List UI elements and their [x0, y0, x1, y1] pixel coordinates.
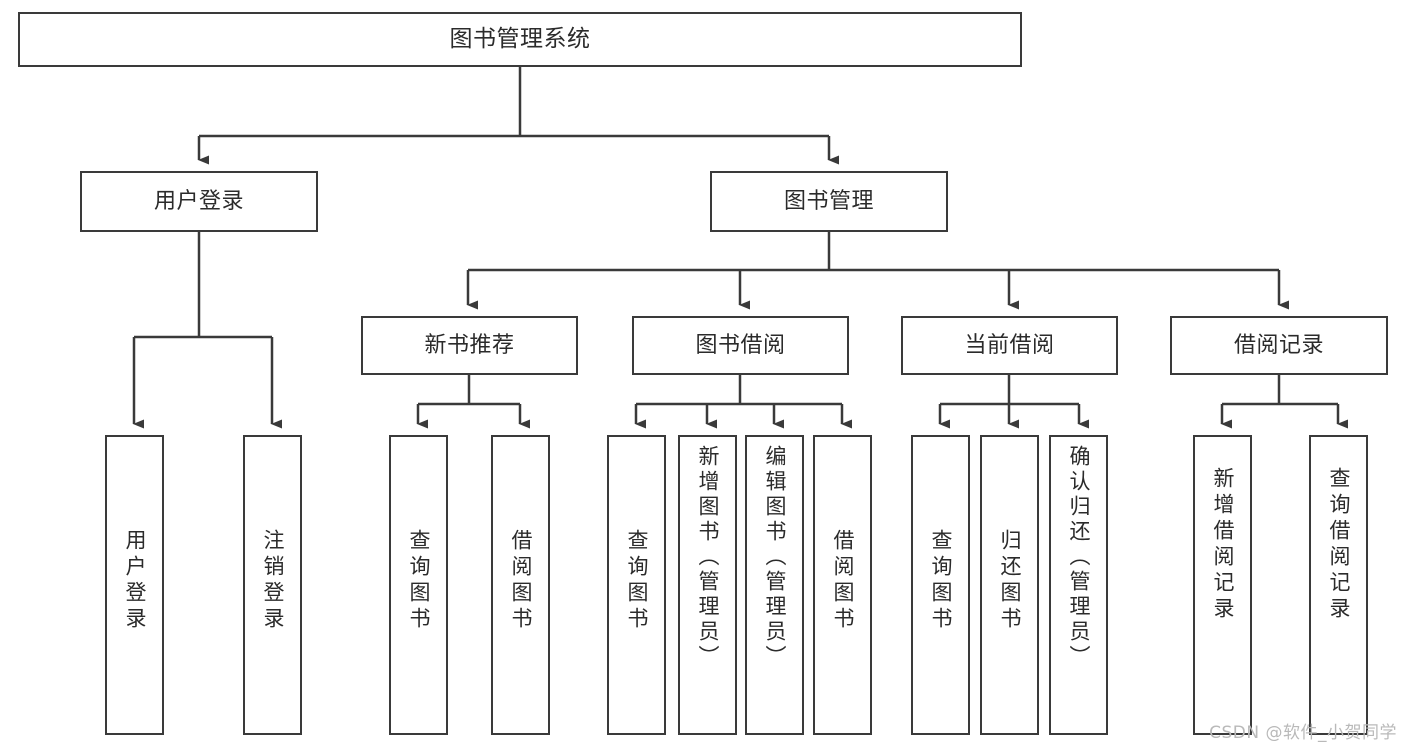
- node-new-book-recommend[interactable]: 新书推荐: [361, 316, 578, 375]
- node-label: 图书借阅: [695, 332, 786, 358]
- node-label: 编辑图书（管理员）: [763, 445, 787, 670]
- leaf-return-books[interactable]: 归还图书: [980, 435, 1039, 735]
- leaf-query-borrow-record[interactable]: 查询借阅记录: [1309, 435, 1368, 735]
- leaf-query-books-current[interactable]: 查询图书: [911, 435, 970, 735]
- node-current-borrow[interactable]: 当前借阅: [901, 316, 1118, 375]
- node-label: 查询图书: [407, 529, 431, 633]
- leaf-query-books-recommend[interactable]: 查询图书: [389, 435, 448, 735]
- node-label: 查询借阅记录: [1327, 467, 1351, 623]
- node-book-management-system[interactable]: 图书管理系统: [18, 12, 1022, 67]
- leaf-add-book-admin[interactable]: 新增图书（管理员）: [678, 435, 737, 735]
- leaf-logout[interactable]: 注销登录: [243, 435, 302, 735]
- node-book-borrow[interactable]: 图书借阅: [632, 316, 849, 375]
- node-label: 新书推荐: [424, 332, 515, 358]
- leaf-user-login[interactable]: 用户登录: [105, 435, 164, 735]
- leaf-borrow-books-recommend[interactable]: 借阅图书: [491, 435, 550, 735]
- node-borrow-records[interactable]: 借阅记录: [1170, 316, 1388, 375]
- leaf-confirm-return-admin[interactable]: 确认归还（管理员）: [1049, 435, 1108, 735]
- node-label: 新增借阅记录: [1211, 467, 1235, 623]
- node-label: 归还图书: [998, 529, 1022, 633]
- watermark-text: CSDN @软件_小贺同学: [1209, 723, 1397, 743]
- node-label: 用户登录: [153, 188, 244, 214]
- leaf-borrow-books[interactable]: 借阅图书: [813, 435, 872, 735]
- node-label: 用户登录: [123, 529, 147, 633]
- node-book-management[interactable]: 图书管理: [710, 171, 948, 232]
- node-label: 图书管理系统: [449, 25, 591, 52]
- node-label: 查询图书: [929, 529, 953, 633]
- node-label: 借阅图书: [831, 529, 855, 633]
- node-label: 注销登录: [261, 529, 285, 633]
- node-label: 新增图书（管理员）: [696, 445, 720, 670]
- node-label: 当前借阅: [964, 332, 1055, 358]
- node-label: 借阅图书: [509, 529, 533, 633]
- node-label: 借阅记录: [1233, 332, 1324, 358]
- leaf-edit-book-admin[interactable]: 编辑图书（管理员）: [745, 435, 804, 735]
- leaf-add-borrow-record[interactable]: 新增借阅记录: [1193, 435, 1252, 735]
- node-user-login[interactable]: 用户登录: [80, 171, 318, 232]
- node-label: 查询图书: [625, 529, 649, 633]
- node-label: 图书管理: [783, 188, 874, 214]
- node-label: 确认归还（管理员）: [1067, 445, 1091, 670]
- leaf-query-books-borrow[interactable]: 查询图书: [607, 435, 666, 735]
